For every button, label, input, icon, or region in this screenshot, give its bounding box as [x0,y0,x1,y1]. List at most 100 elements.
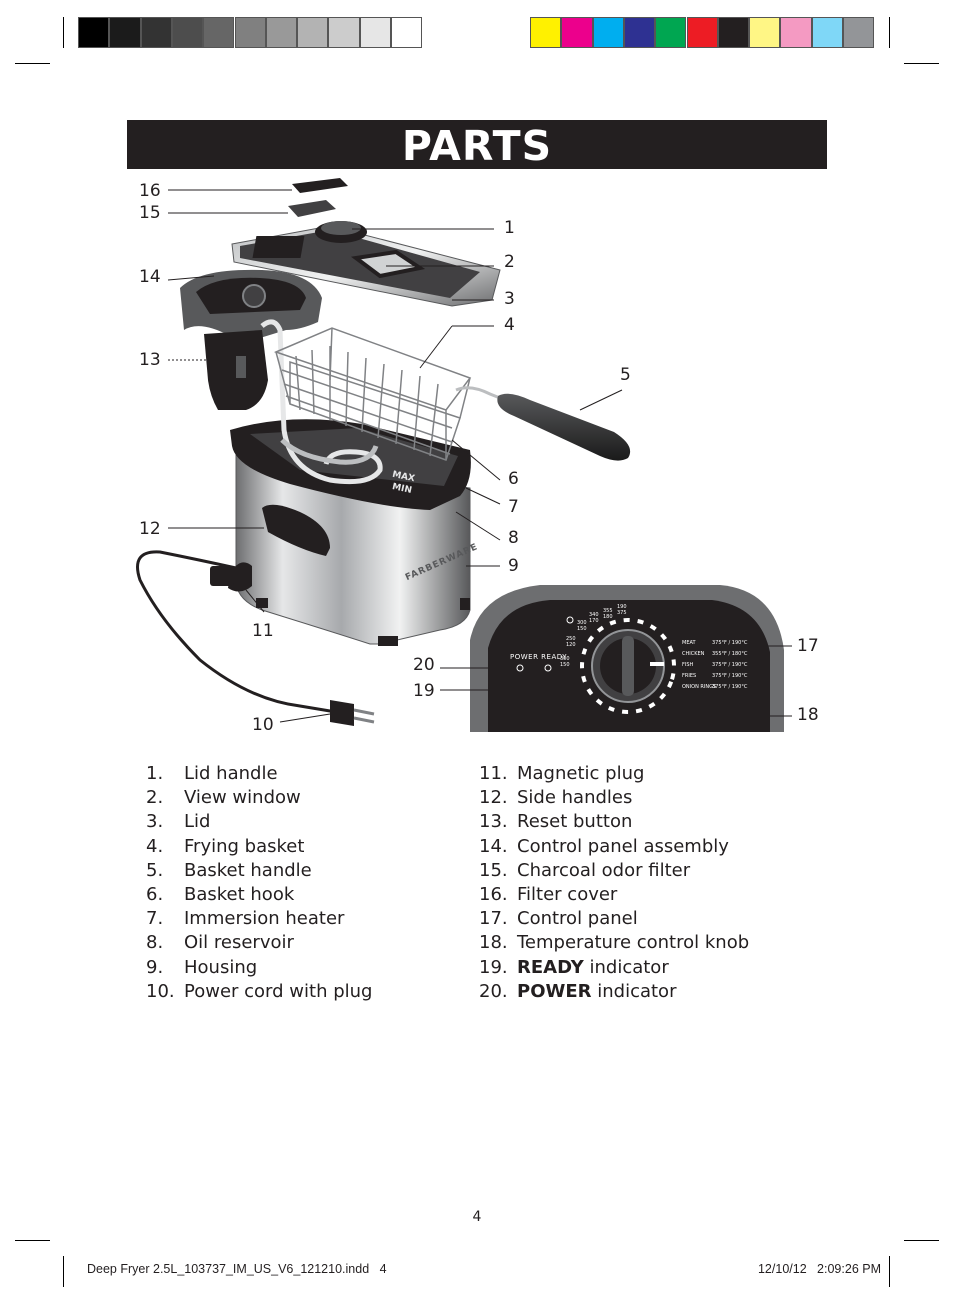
parts-list-right: 11.Magnetic plug 12. Side handles 13. Rese… [479,762,749,1004]
list-item: 13. Reset button [479,810,749,834]
color-swatch [655,17,687,48]
immersion-heater [260,319,383,485]
list-item: 14.Control panel assembly [479,835,749,859]
temp-label: 250 [566,636,576,642]
part-name: Power cord with plug [184,980,373,1002]
leader-lines [167,189,792,723]
part-name: POWER indicator [517,981,676,1002]
callout-1: 1 [504,218,515,238]
list-item: 19. READY indicator [479,956,749,980]
chart-temp: 375°F / 190°C [712,662,748,668]
list-item: 17.Control panel [479,907,749,931]
part-name: View window [184,787,301,809]
part-name: Immersion heater [184,908,345,930]
crop-mark [15,1240,50,1241]
chart-food: FISH [682,662,694,668]
color-swatch [234,17,266,48]
parts-list-left: 1.Lid handle 2.View window 3. Lid 4.Fryin… [146,762,372,1004]
color-swatch [592,17,624,48]
color-swatch [561,17,593,48]
temp-label: 150 [577,626,587,632]
callout-5: 5 [620,365,631,385]
callout-12: 12 [139,519,161,539]
part-name: Reset button [517,811,633,833]
part-number: 19. [479,956,508,978]
control-panel-assembly [180,269,322,410]
callout-3: 3 [504,289,515,309]
list-item: 9.Housing [146,956,372,980]
part-number: 3. [146,811,164,833]
callout-14: 14 [139,267,161,287]
callout-10: 10 [252,715,274,735]
callout-15: 15 [139,203,161,223]
list-item: 4.Frying basket [146,835,372,859]
chart-temp: 375°F / 190°C [712,684,748,690]
temp-label: 300 [560,656,570,662]
callout-8: 8 [508,528,519,548]
callout-9: 9 [508,556,519,576]
callout-20: 20 [413,655,435,675]
temp-label: 180 [603,614,613,620]
part-number: 13. [479,811,508,833]
part-name: Side handles [517,787,633,809]
color-swatch [265,17,298,48]
crop-mark [63,17,64,48]
color-swatch [171,17,204,48]
crop-mark [904,63,939,64]
part-number: 4. [146,835,164,857]
part-number: 17. [479,908,508,930]
callout-17: 17 [797,636,819,656]
part-name: READY indicator [517,957,669,978]
part-number: 1. [146,763,164,784]
callout-18: 18 [797,705,819,725]
part-number: 15. [479,859,508,881]
part-name: Charcoal odor filter [517,859,691,881]
list-item: 20. POWER indicator [479,980,749,1004]
list-item: 11.Magnetic plug [479,762,749,786]
chart-food: MEAT [682,640,696,646]
temp-label: 170 [589,618,599,624]
crop-mark [889,17,890,48]
part-number: 12. [479,787,508,809]
part-name: Oil reservoir [184,932,294,954]
page-number: 4 [472,1209,482,1225]
part-name: Basket hook [184,883,295,905]
chart-food: ONION RINGS [682,684,717,690]
part-number: 20. [479,980,508,1002]
temp-label: 340 [589,612,599,618]
part-name: Housing [184,956,258,978]
temp-label: 300 [577,620,587,626]
list-item: 15. Charcoal odor filter [479,859,749,883]
temp-label: 190 [617,604,627,610]
callout-2: 2 [504,252,515,272]
part-name: Temperature control knob [517,932,750,954]
temp-label: 150 [560,662,570,668]
chart-food: FRIES [682,673,697,679]
list-item: 8.Oil reservoir [146,931,372,955]
part-number: 6. [146,883,164,905]
list-item: 2.View window [146,786,372,810]
callout-11: 11 [252,621,274,641]
footer-timestamp: 12/10/12 2:09:26 PM [757,1262,881,1276]
part-name: Magnetic plug [517,763,645,784]
color-swatch [530,17,562,48]
callout-6: 6 [508,469,519,489]
part-number: 16. [479,883,508,905]
list-item: 10. Power cord with plug [146,980,372,1004]
color-swatch [359,17,391,48]
callout-7: 7 [508,497,519,517]
part-number: 10. [146,980,175,1002]
power-cord [136,550,375,726]
list-item: 1.Lid handle [146,762,372,786]
part-name-rest: indicator [583,956,669,978]
list-item: 18.Temperature control knob [479,931,749,955]
list-item: 16.Filter cover [479,883,749,907]
basket-handle [455,386,631,461]
color-swatch [717,17,750,48]
temp-label: 355 [603,608,613,614]
callout-19: 19 [413,681,435,701]
frying-basket [273,327,472,461]
part-name: Lid [184,811,211,833]
callout-4: 4 [504,315,515,335]
